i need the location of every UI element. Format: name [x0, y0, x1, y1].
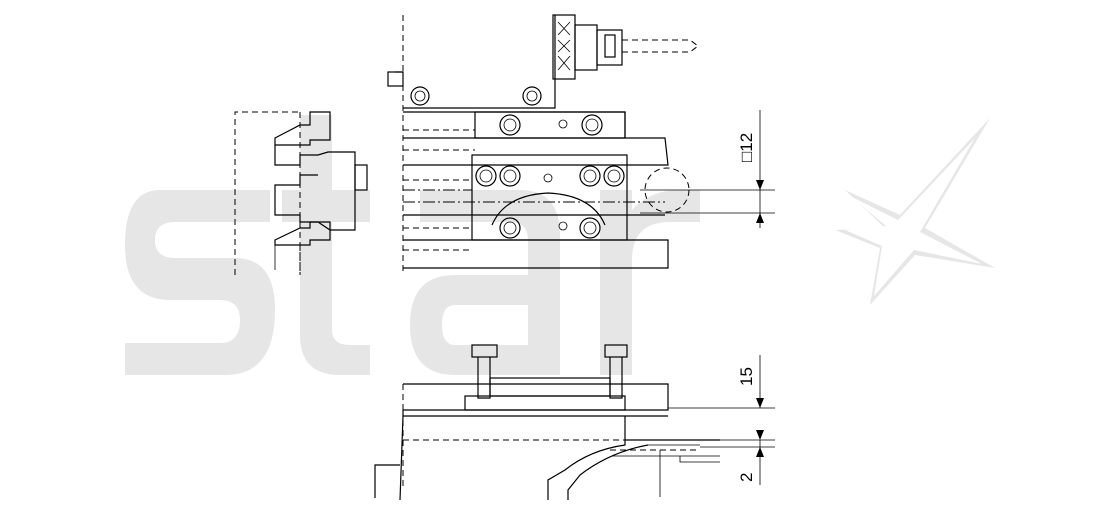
bolt-icon	[522, 86, 542, 106]
dimension-label: 2	[737, 473, 756, 482]
bolt-icon	[410, 86, 430, 106]
left-side-view	[234, 111, 368, 275]
dimension-square-12: □12	[640, 110, 775, 228]
bolt-icon	[581, 114, 603, 136]
upper-tool-holder	[387, 14, 699, 275]
star-watermark-logo	[125, 115, 995, 375]
collet-nut	[552, 14, 576, 80]
bolt-icon	[499, 114, 521, 136]
dimension-gap-2: 2	[700, 430, 775, 485]
dimension-height-15: 15	[668, 355, 775, 409]
dimension-label: □12	[737, 133, 756, 162]
lower-assembly	[374, 344, 720, 501]
dimension-label: 15	[737, 367, 756, 386]
